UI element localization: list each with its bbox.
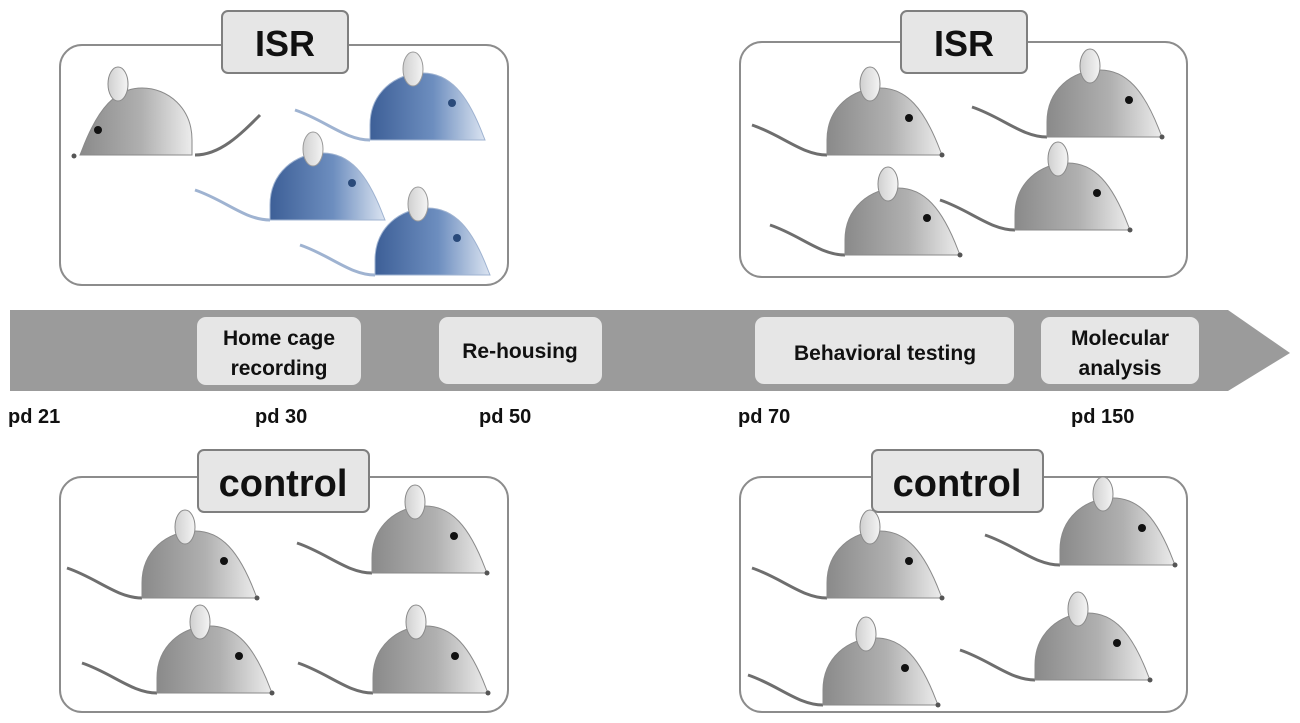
event-label: Behavioral testing — [794, 342, 976, 365]
day-label-pd70: pd 70 — [738, 406, 790, 428]
isr-right-title: ISR — [934, 23, 994, 64]
event-behavioral-testing: Behavioral testing — [755, 317, 1014, 384]
day-label-pd50: pd 50 — [479, 406, 531, 428]
event-label-line-2: analysis — [1079, 357, 1162, 380]
grey-mouse-isolated — [71, 66, 262, 159]
day-labels: pd 21 pd 30 pd 50 pd 70 pd 150 — [8, 406, 1134, 428]
control-panel-left: control — [59, 449, 509, 713]
control-right-title-box: control — [871, 449, 1044, 513]
isr-panel-left: ISR — [59, 10, 509, 286]
isr-left-title-box: ISR — [221, 10, 349, 74]
day-label-pd150: pd 150 — [1071, 406, 1134, 428]
isr-panel-right: ISR — [739, 10, 1188, 278]
timeline-arrow: Home cage recording Re-housing Behaviora… — [10, 310, 1290, 391]
day-label-pd30: pd 30 — [255, 406, 307, 428]
event-label-line-1: Home cage — [223, 327, 335, 350]
event-re-housing: Re-housing — [439, 317, 602, 384]
control-left-title-box: control — [197, 449, 370, 513]
event-home-cage-recording: Home cage recording — [197, 317, 361, 385]
day-label-pd21: pd 21 — [8, 406, 60, 428]
control-left-title: control — [219, 463, 348, 505]
event-label-line-2: recording — [231, 357, 328, 380]
control-panel-right: control — [739, 449, 1188, 713]
event-label: Re-housing — [462, 340, 578, 363]
isr-right-title-box: ISR — [900, 10, 1028, 74]
isr-left-title: ISR — [255, 23, 315, 64]
event-label-line-1: Molecular — [1071, 327, 1169, 350]
event-molecular-analysis: Molecular analysis — [1041, 317, 1199, 384]
control-right-title: control — [893, 463, 1022, 505]
